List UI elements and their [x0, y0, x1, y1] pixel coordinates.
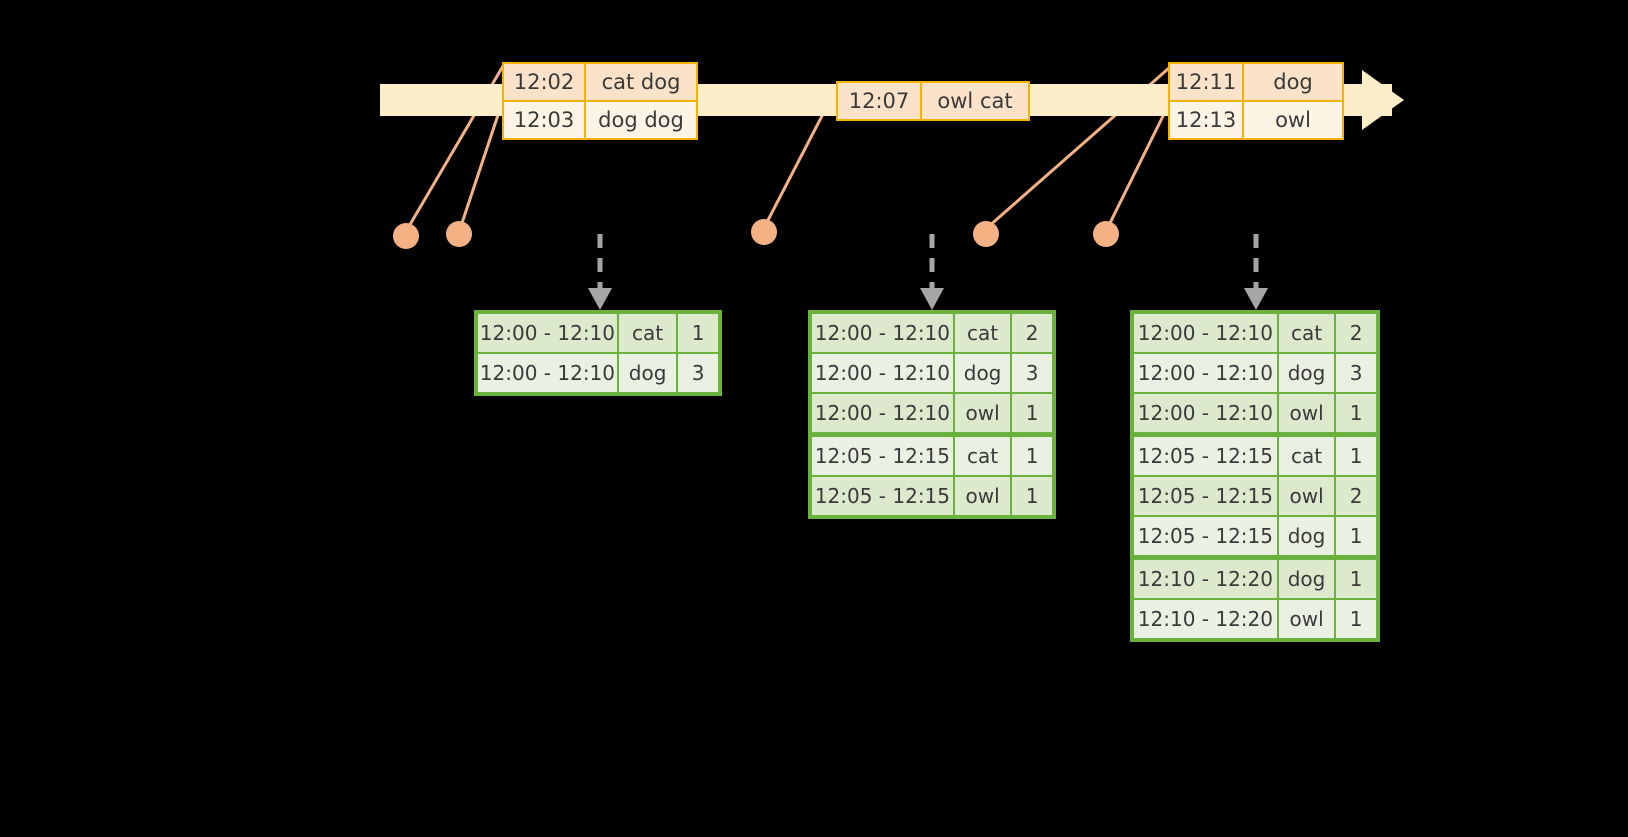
cell-count: 1 — [1336, 560, 1376, 598]
cell-word: owl — [1278, 477, 1335, 515]
event-payload: dog dog — [598, 108, 684, 132]
cell-word: cat — [954, 314, 1011, 352]
event-marker-3 — [751, 219, 777, 245]
cell-count: 1 — [1012, 394, 1052, 432]
cell-window: 12:00 - 12:10 — [1134, 314, 1277, 352]
event-marker-4 — [973, 221, 999, 247]
cell-word: dog — [954, 354, 1011, 392]
cell-word: owl — [954, 477, 1011, 515]
cell-count: 3 — [1336, 354, 1376, 392]
emit-arrow-head-1 — [588, 288, 612, 310]
event-payload: owl cat — [937, 89, 1013, 113]
cell-window: 12:10 - 12:20 — [1134, 560, 1277, 598]
cell-word: owl — [1278, 600, 1335, 638]
cell-word: dog — [1278, 517, 1335, 555]
cell-count: 1 — [1012, 437, 1052, 475]
stream-arrow-head-icon — [1362, 70, 1404, 130]
cell-count: 2 — [1012, 314, 1052, 352]
cell-count: 1 — [678, 314, 718, 352]
cell-word: owl — [954, 394, 1011, 432]
cell-count: 1 — [1336, 600, 1376, 638]
cell-window: 12:05 - 12:15 — [1134, 517, 1277, 555]
cell-count: 1 — [1012, 477, 1052, 515]
emit-arrow-head-3 — [1244, 288, 1268, 310]
cell-window: 12:00 - 12:10 — [478, 354, 617, 392]
cell-count: 1 — [1336, 517, 1376, 555]
event-payload: cat dog — [601, 70, 681, 94]
event-payload: owl — [1275, 108, 1311, 132]
cell-window: 12:00 - 12:10 — [1134, 354, 1277, 392]
event-time: 12:13 — [1170, 102, 1244, 138]
event-group-3[interactable]: 12:11 dog 12:13 owl — [1168, 62, 1344, 140]
event-time: 12:11 — [1170, 64, 1244, 100]
event-payload: dog — [1273, 70, 1313, 94]
cell-count: 1 — [1336, 394, 1376, 432]
event-group-1[interactable]: 12:02 cat dog 12:03 dog dog — [502, 62, 698, 140]
cell-window: 12:00 - 12:10 — [1134, 394, 1277, 432]
event-group-2[interactable]: 12:07 owl cat — [836, 81, 1030, 121]
cell-count: 2 — [1336, 314, 1376, 352]
cell-count: 1 — [1336, 437, 1376, 475]
event-time: 12:07 — [838, 83, 922, 119]
cell-window: 12:05 - 12:15 — [1134, 437, 1277, 475]
cell-count: 2 — [1336, 477, 1376, 515]
cell-window: 12:05 - 12:15 — [812, 477, 953, 515]
cell-word: dog — [1278, 560, 1335, 598]
emit-arrows — [597, 234, 1259, 288]
event-markers — [393, 219, 1119, 249]
cell-word: dog — [618, 354, 677, 392]
cell-window: 12:00 - 12:10 — [812, 394, 953, 432]
connector-line-2 — [459, 99, 505, 227]
cell-word: cat — [1278, 314, 1335, 352]
event-row[interactable]: 12:11 dog — [1170, 64, 1342, 100]
cell-word: cat — [1278, 437, 1335, 475]
cell-window: 12:05 - 12:15 — [812, 437, 953, 475]
cell-window: 12:05 - 12:15 — [1134, 477, 1277, 515]
cell-word: cat — [618, 314, 677, 352]
event-row[interactable]: 12:02 cat dog — [504, 64, 696, 100]
cell-word: dog — [1278, 354, 1335, 392]
emit-arrow-heads — [588, 288, 1268, 310]
event-row[interactable]: 12:03 dog dog — [504, 100, 696, 138]
cell-word: owl — [1278, 394, 1335, 432]
event-marker-1 — [393, 223, 419, 249]
emit-arrow-head-2 — [920, 288, 944, 310]
event-marker-5 — [1093, 221, 1119, 247]
cell-window: 12:00 - 12:10 — [478, 314, 617, 352]
cell-window: 12:00 - 12:10 — [812, 354, 953, 392]
cell-window: 12:00 - 12:10 — [812, 314, 953, 352]
cell-window: 12:10 - 12:20 — [1134, 600, 1277, 638]
cell-count: 3 — [1012, 354, 1052, 392]
event-marker-2 — [446, 221, 472, 247]
connector-line-5 — [1106, 103, 1171, 228]
event-time: 12:02 — [504, 64, 586, 100]
event-row[interactable]: 12:07 owl cat — [838, 83, 1028, 119]
cell-count: 3 — [678, 354, 718, 392]
event-time: 12:03 — [504, 102, 586, 138]
event-row[interactable]: 12:13 owl — [1170, 100, 1342, 138]
cell-word: cat — [954, 437, 1011, 475]
